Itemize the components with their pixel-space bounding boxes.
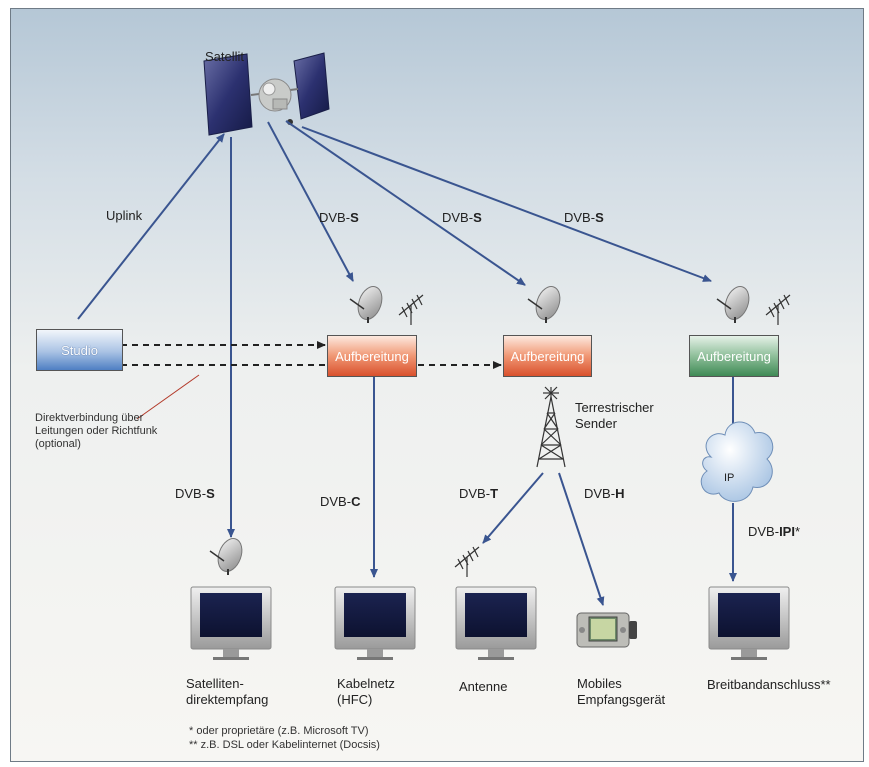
dvb-t-arrow xyxy=(482,472,544,544)
transmitter-tower-icon xyxy=(536,386,566,468)
downlink-proc3-arrow xyxy=(301,126,712,282)
processing-box: Aufbereitung xyxy=(689,335,779,377)
dvb-h-label: DVB-H xyxy=(584,486,625,501)
uplink-label: Uplink xyxy=(106,208,143,223)
transmitter-label: Terrestrischer Sender xyxy=(575,400,654,431)
processing-box: Aufbereitung xyxy=(327,335,417,377)
downlink-proc1-arrow xyxy=(267,121,354,282)
receiver-mobile-label: Mobiles Empfangsgerät xyxy=(577,676,666,707)
dish-antenna-icon xyxy=(716,282,755,324)
dish-antenna-icon xyxy=(527,282,566,324)
yagi-antenna-icon xyxy=(765,294,791,326)
receiver-antenna-label: Antenne xyxy=(459,679,508,694)
dvb-c-label: DVB-C xyxy=(320,494,361,509)
dvb-s-label-3: DVB-S xyxy=(564,210,604,225)
tv-monitor-icon xyxy=(455,586,537,661)
cloud-label: IP xyxy=(724,472,735,484)
dish-antenna-icon xyxy=(209,534,248,576)
satellite-label: Satellit xyxy=(205,49,245,64)
uplink-arrow xyxy=(77,133,225,320)
mobile-device-icon xyxy=(576,612,637,648)
diagram-frame: Satellit Uplink DVB-S DVB-S DVB-S Studio… xyxy=(10,8,864,762)
dvb-t-label: DVB-T xyxy=(459,486,499,501)
direct-link-pointer xyxy=(136,374,200,420)
tv-monitor-icon xyxy=(708,586,790,661)
downlink-proc2-arrow xyxy=(285,120,526,286)
yagi-antenna-icon xyxy=(398,294,424,326)
yagi-antenna-icon xyxy=(454,546,480,578)
footnote-2: ** z.B. DSL oder Kabelinternet (Docsis) xyxy=(189,739,380,751)
dvb-ipi-label: DVB-IPI* xyxy=(748,524,801,539)
dvb-s-label-direct: DVB-S xyxy=(175,486,215,501)
tv-monitor-icon xyxy=(190,586,272,661)
direct-connection-label: Direktverbindung über Leitungen oder Ric… xyxy=(35,412,158,450)
receiver-cable-label: Kabelnetz (HFC) xyxy=(337,676,395,707)
dish-antenna-icon xyxy=(349,282,388,324)
receiver-satellite-label: Satelliten- direktempfang xyxy=(186,676,269,707)
footnote-1: * oder proprietäre (z.B. Microsoft TV) xyxy=(189,725,369,737)
dvb-h-arrow xyxy=(558,472,605,606)
dvb-s-label-2: DVB-S xyxy=(442,210,482,225)
processing-box: Aufbereitung xyxy=(503,335,592,377)
receiver-broadband-label: Breitbandanschluss** xyxy=(707,677,831,692)
diagram-canvas xyxy=(77,52,791,661)
dvb-s-label-1: DVB-S xyxy=(319,210,359,225)
cloud-icon xyxy=(700,421,774,502)
satellite-icon xyxy=(203,52,330,136)
tv-monitor-icon xyxy=(334,586,416,661)
studio-box: Studio xyxy=(36,329,123,371)
